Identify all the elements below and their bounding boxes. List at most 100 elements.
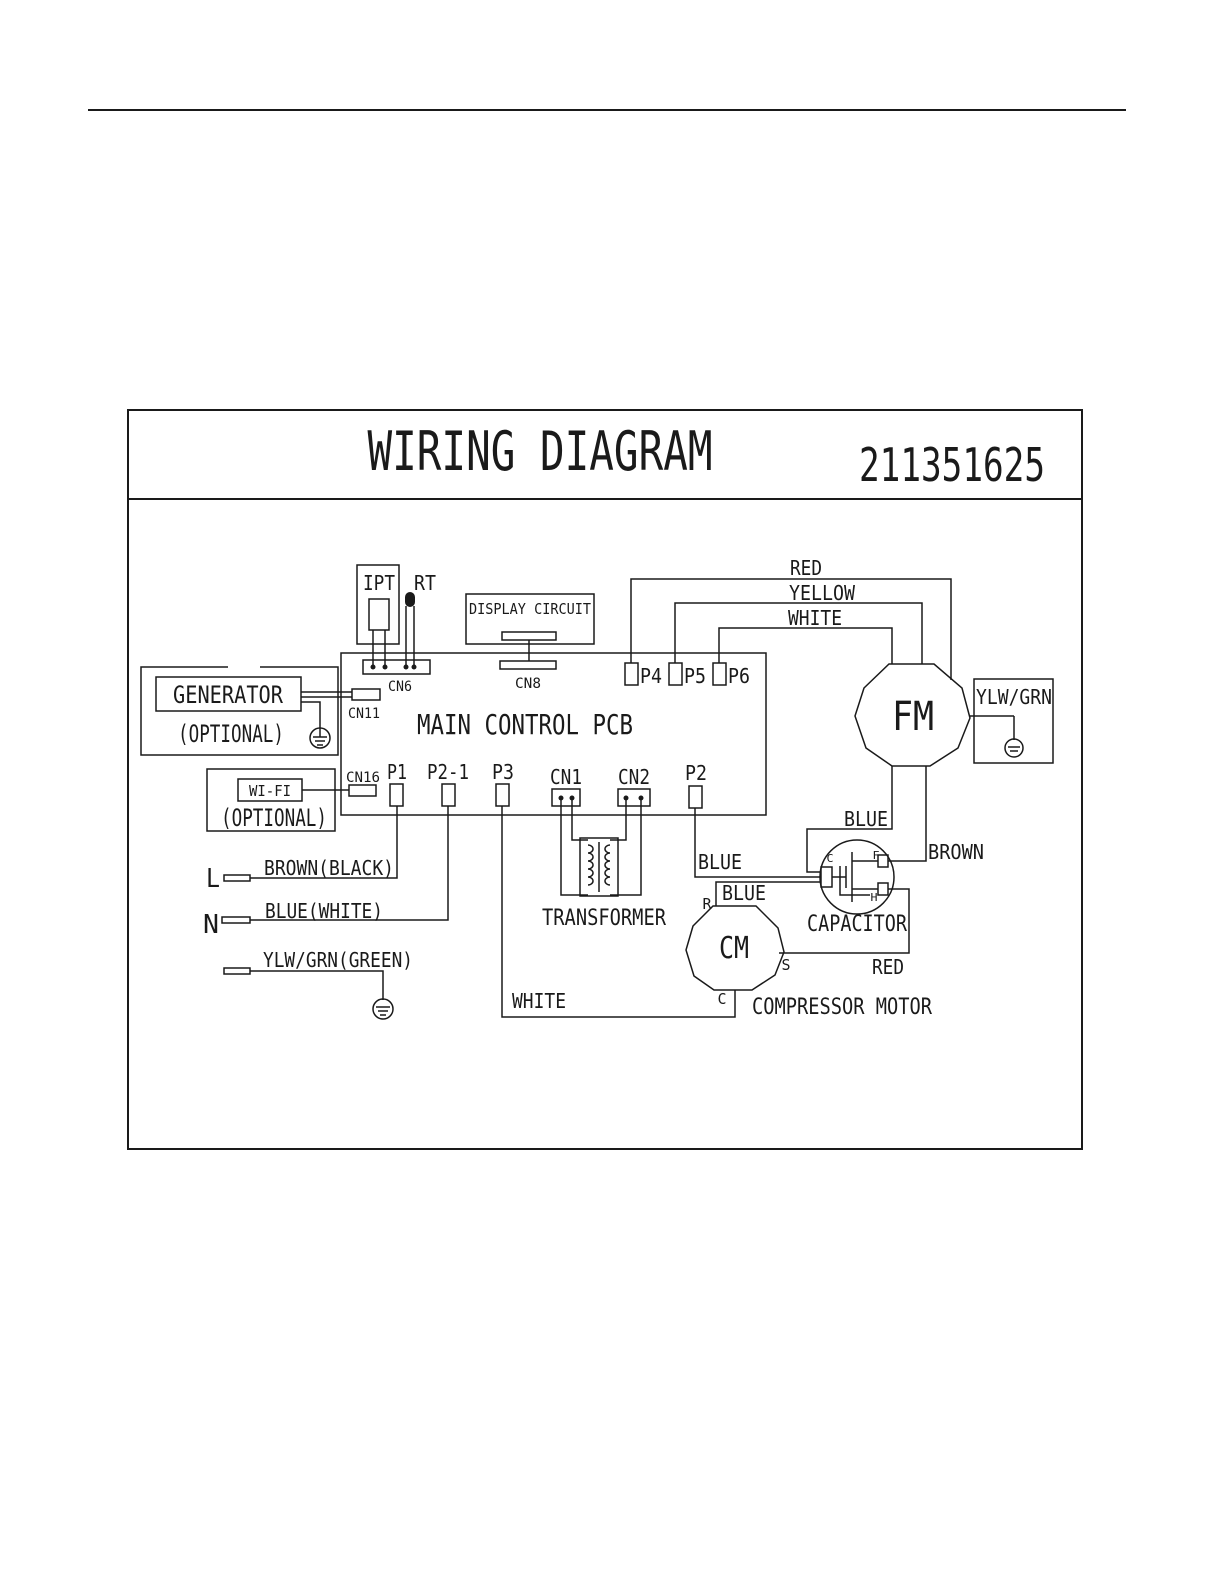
p1-label: P1: [387, 760, 407, 784]
line-terminal: [223, 874, 251, 882]
cn6-label: CN6: [388, 679, 412, 695]
ground-icon: [309, 727, 331, 749]
wire-l-to-p1: [250, 806, 398, 879]
wire-red-cm-cap: [779, 888, 910, 954]
display-circuit: DISPLAY CIRCUIT CN8: [465, 593, 595, 692]
line-terminal-label: L: [206, 864, 220, 894]
cn1-label: CN1: [550, 765, 582, 789]
compressor-motor: CM R S C COMPRESSOR MOTOR: [685, 895, 933, 1020]
fan-motor-label: FM: [892, 694, 934, 740]
compressor-motor-label: COMPRESSOR MOTOR: [752, 995, 933, 1020]
generator-label: GENERATOR: [173, 681, 283, 709]
p2-1-label: P2-1: [427, 760, 469, 784]
p4-terminal: [624, 662, 639, 686]
rt-label: RT: [414, 571, 436, 595]
ipt-rt-sensor-group: IPT RT: [356, 564, 436, 667]
p1-terminal: [389, 783, 404, 807]
neutral-terminal: [221, 916, 251, 924]
capacitor-terminal-c: [820, 866, 833, 888]
main-control-pcb: MAIN CONTROL PCB CN6 CN11 CN16 P1 P2-1 P…: [340, 652, 767, 816]
compressor-body: [685, 905, 785, 991]
fm-brown-wire-label: BROWN: [928, 840, 984, 864]
generator-optional-label: (OPTIONAL): [178, 720, 284, 748]
p2-1-terminal: [441, 783, 456, 807]
transformer: TRANSFORMER: [542, 798, 667, 931]
fan-motor-body: [854, 663, 971, 767]
fm-blue-wire-label: BLUE: [844, 807, 888, 831]
yellow-wire-label: YELLOW: [789, 581, 856, 605]
ground-terminal: [223, 967, 251, 975]
p6-label: P6: [728, 664, 750, 688]
pcb-board: [340, 652, 767, 816]
rt-thermistor-icon: [405, 592, 415, 607]
ipt-housing: [356, 564, 400, 645]
p3-label: P3: [492, 760, 514, 784]
wire-red-p4-fm: [630, 578, 952, 680]
cn2-connector: [617, 788, 651, 807]
p6-terminal: [712, 662, 727, 686]
transformer-core: [579, 837, 619, 897]
p5-label: P5: [684, 664, 706, 688]
generator-optional: GENERATOR (OPTIONAL): [140, 666, 352, 756]
diagram-frame: [127, 409, 1083, 1150]
cn11-label: CN11: [348, 706, 380, 722]
wire-white-p6-fm: [718, 627, 893, 664]
generator-box: [155, 676, 302, 712]
ground-icon: [1004, 738, 1024, 758]
wire-white-p3-cm: [501, 806, 736, 1018]
generator-enclosure: [140, 666, 339, 756]
cn6-connector: [362, 659, 431, 675]
capacitor-terminal-f: [877, 854, 889, 868]
fm-ylw-grn-label: YLW/GRN: [976, 685, 1052, 709]
wire-blue-fm-cap: [806, 766, 893, 873]
neutral-terminal-label: N: [203, 910, 219, 940]
capacitor: C F H CAPACITOR: [807, 839, 908, 937]
fan-motor: FM YLW/GRN: [854, 663, 1054, 767]
compressor-symbol-label: CM: [719, 931, 749, 966]
wire-n-to-p2-1: [250, 806, 449, 921]
wire-ground: [250, 970, 384, 1000]
cn11-connector: [351, 688, 381, 701]
cn8-label: CN8: [515, 676, 541, 692]
cn8-connector: [499, 660, 557, 670]
power-inputs: L N BROWN(BLACK) BLUE(WHITE) YLW/GRN(GRE…: [203, 806, 449, 1020]
p2-label: P2: [685, 761, 707, 785]
display-circuit-box: [465, 593, 595, 645]
diagram-title: WIRING DIAGRAM: [368, 420, 713, 483]
ylw-grn-green-wire-label: YLW/GRN(GREEN): [263, 948, 413, 972]
wifi-label: WI-FI: [249, 782, 291, 800]
capacitor-label: CAPACITOR: [807, 912, 908, 937]
cn16-label: CN16: [346, 770, 380, 786]
cn16-connector: [348, 784, 377, 797]
ground-icon: [372, 998, 394, 1020]
p2-terminal: [688, 785, 703, 809]
cap-c-label: C: [827, 852, 834, 865]
cm-s-label: S: [782, 956, 791, 974]
wifi-enclosure: [206, 768, 336, 832]
wire-brown-fm-cap: [888, 766, 927, 862]
cn2-label: CN2: [618, 765, 650, 789]
capacitor-terminal-h: [877, 882, 889, 896]
wifi-optional-label: (OPTIONAL): [221, 804, 327, 832]
wire-blue-p2-cap: [694, 808, 821, 878]
p2-blue-wire-label: BLUE: [698, 850, 742, 874]
fm-ground-box: [973, 678, 1054, 764]
display-connector: [501, 631, 557, 641]
brown-black-wire-label: BROWN(BLACK): [264, 856, 394, 880]
ipt-label: IPT: [363, 571, 395, 595]
cm-blue-wire-label: BLUE: [722, 881, 766, 905]
wire-yellow-p5-fm: [674, 602, 923, 664]
cn1-connector: [551, 788, 581, 807]
cap-f-label: F: [873, 849, 880, 862]
ipt-sensor: [368, 598, 390, 631]
transformer-label: TRANSFORMER: [542, 906, 667, 931]
cm-red-wire-label: RED: [872, 955, 904, 979]
white-wire-label: WHITE: [788, 606, 842, 630]
red-wire-label: RED: [790, 556, 822, 580]
p5-terminal: [668, 662, 683, 686]
part-number: 211351625: [859, 438, 1045, 492]
p4-label: P4: [640, 664, 662, 688]
cm-r-label: R: [703, 895, 713, 913]
